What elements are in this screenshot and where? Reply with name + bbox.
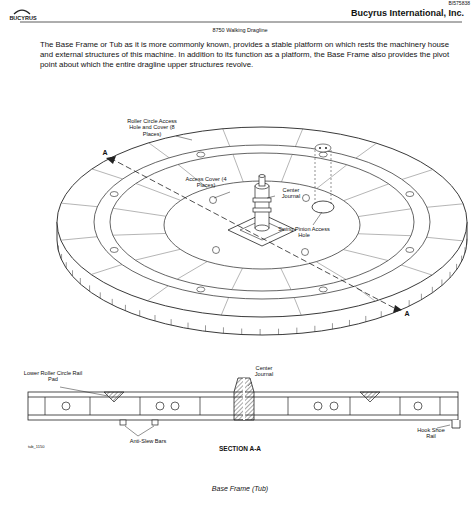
swing-pinion-hole: [312, 201, 334, 213]
leader-lines: [176, 136, 322, 225]
section-leaders: [60, 382, 450, 436]
part-label: Center Journal: [273, 187, 309, 200]
part-label: BI575838: [410, 1, 470, 7]
section-arrow: [393, 305, 402, 313]
section-arrow: [106, 156, 116, 164]
radial-ribs: [61, 129, 463, 315]
part-label: Bucyrus International, Inc.: [300, 8, 464, 18]
part-label: Center Journal: [246, 365, 282, 378]
part-label: tub_1150: [28, 445, 68, 450]
part-label: A: [100, 149, 110, 157]
page-title: 8750 Walking Dragline: [160, 27, 320, 33]
inner-ring: [164, 181, 360, 269]
part-label: Swing Pinion Access Hole: [278, 226, 330, 239]
logo-arch: [14, 10, 30, 14]
part-label: Hook Shoe Rail: [416, 427, 446, 440]
figure-caption: Base Frame (Tub): [150, 485, 330, 493]
part-label: Roller Circle Access Hole and Cover (8 P…: [126, 118, 178, 137]
part-label: Access Cover (4 Places): [180, 176, 232, 189]
center-journal-section: [234, 378, 254, 420]
roller-access-holes: [110, 152, 414, 292]
roller-circle-inner: [110, 153, 414, 291]
pinion-top: [315, 144, 331, 152]
roller-circle-outer: [94, 145, 430, 299]
part-label: Lower Roller Circle Rail Pad: [22, 370, 84, 383]
part-label: BUCYRUS: [6, 15, 40, 21]
pinion-shaft: [315, 150, 331, 205]
tub-top: [57, 127, 467, 317]
journal-bore: [243, 378, 245, 420]
center-journal: [253, 175, 271, 232]
part-label: Anti-Slew Bars: [118, 438, 178, 444]
intro-paragraph: The Base Frame or Tub as it is more comm…: [40, 40, 464, 70]
section-line: [110, 158, 398, 310]
anti-slew-bars: [120, 420, 158, 425]
hook-shoe-rail: [452, 420, 460, 428]
part-label: A: [402, 310, 412, 318]
part-label: SECTION A-A: [195, 445, 285, 452]
header-rule: [20, 22, 462, 23]
